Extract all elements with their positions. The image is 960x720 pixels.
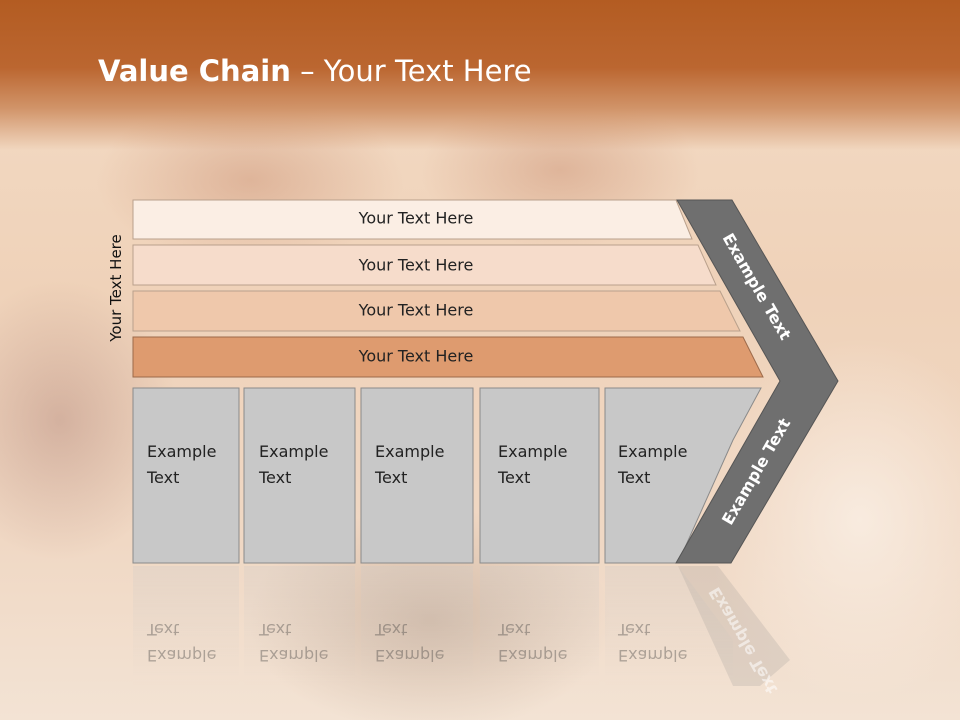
box-5-reflection-label: Text (617, 620, 650, 639)
example-box-2[interactable] (243, 387, 356, 564)
box-1-label: Example Text (147, 439, 216, 491)
example-box-4[interactable] (479, 387, 600, 564)
box-5-reflection-label: Example (618, 646, 687, 665)
box-3-line2: Text (375, 468, 408, 487)
box-1-line2: Text (147, 468, 180, 487)
box-3-label: Example Text (375, 439, 444, 491)
box-2-reflection-label: Example (259, 646, 328, 665)
box-2-reflection-label: Text (258, 620, 291, 639)
title-rest: – Your Text Here (290, 54, 532, 88)
box-1-line1: Example (147, 442, 217, 461)
box-4-reflection-label: Text (497, 620, 530, 639)
box-2-line2: Text (259, 468, 292, 487)
box-2-line1: Example (259, 442, 329, 461)
box-reflection (133, 566, 239, 686)
box-reflection (605, 566, 733, 686)
band-1[interactable] (132, 199, 693, 240)
box-5-line1: Example (618, 442, 688, 461)
box-5-line2: Text (618, 468, 651, 487)
example-box-5[interactable] (604, 387, 762, 564)
example-box-3[interactable] (360, 387, 474, 564)
chevron-reflection (678, 566, 790, 686)
box-4-line2: Text (498, 468, 531, 487)
box-4-line1: Example (498, 442, 568, 461)
box-3-reflection-label: Text (374, 620, 407, 639)
box-2-label: Example Text (259, 439, 328, 491)
band-1-label: Your Text Here (358, 209, 474, 228)
box-3-line1: Example (375, 442, 445, 461)
margin-chevron[interactable] (675, 199, 839, 564)
band-3-label: Your Text Here (358, 301, 474, 320)
band-4-label: Your Text Here (358, 347, 474, 366)
box-3-reflection-label: Example (375, 646, 444, 665)
box-4-reflection-label: Example (498, 646, 567, 665)
box-1-reflection-label: Text (146, 620, 179, 639)
band-3[interactable] (132, 290, 741, 332)
reflection (133, 566, 790, 686)
slide-title[interactable]: Value Chain – Your Text Here (98, 54, 532, 88)
example-box-1[interactable] (132, 387, 240, 564)
box-reflection (361, 566, 473, 686)
box-1-reflection-label: Example (147, 646, 216, 665)
box-5-label: Example Text (618, 439, 687, 491)
title-bar (0, 0, 960, 150)
band-2-label: Your Text Here (358, 256, 474, 275)
box-4-label: Example Text (498, 439, 567, 491)
box-reflection (480, 566, 599, 686)
band-4[interactable] (132, 336, 764, 378)
title-bold: Value Chain (98, 54, 291, 88)
band-2[interactable] (132, 244, 717, 286)
box-reflection (244, 566, 355, 686)
